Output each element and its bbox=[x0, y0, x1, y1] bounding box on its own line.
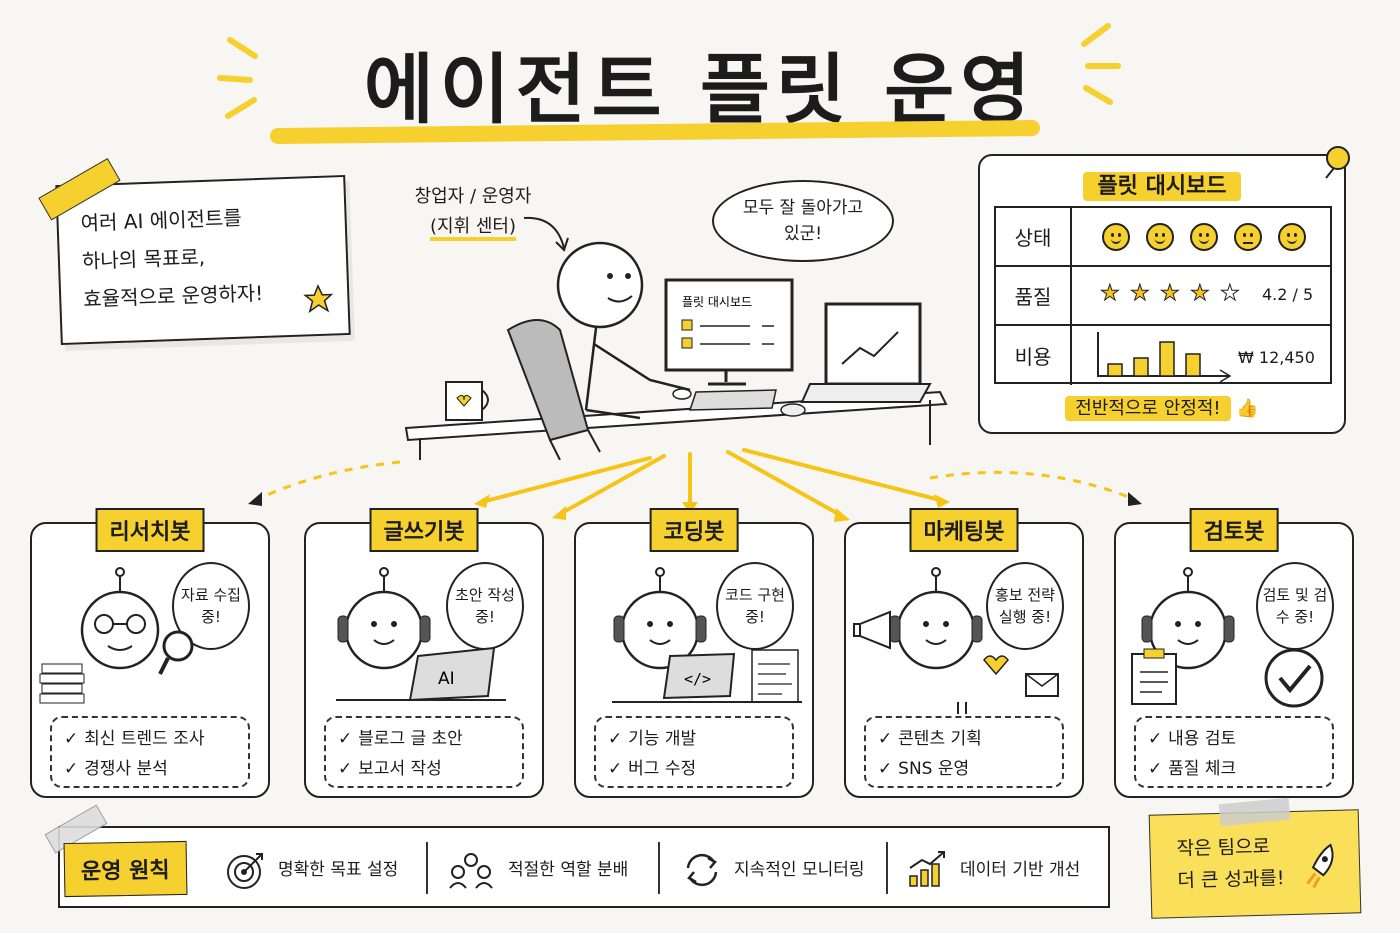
neutral-face-icon bbox=[1234, 223, 1262, 251]
agent-card-review: 검토봇 검토 및 검수 중! 내용 검토 품질 체크 bbox=[1114, 508, 1354, 798]
agent-task-list: 기능 개발 버그 수정 bbox=[594, 716, 794, 788]
operator-speech-bubble: 모두 잘 돌아가고 있군! bbox=[712, 180, 894, 262]
task-item: 블로그 글 초안 bbox=[338, 724, 510, 754]
refresh-icon bbox=[686, 853, 718, 887]
laptop-code-label: </> bbox=[684, 670, 711, 688]
agent-card-coding: 코딩봇 코드 구현 중! </> 기능 개발 버그 수정 bbox=[574, 508, 814, 798]
agent-name: 리서치봇 bbox=[95, 508, 205, 552]
principles-title: 운영 원칙 bbox=[63, 840, 188, 898]
growth-chart-icon bbox=[909, 851, 945, 887]
operator-role: 창업자 / 운영자 bbox=[414, 186, 532, 207]
closing-note: 작은 팀으로 더 큰 성과를! bbox=[1148, 797, 1362, 919]
task-item: 보고서 작성 bbox=[338, 754, 510, 784]
agent-task-list: 블로그 글 초안 보고서 작성 bbox=[324, 716, 524, 788]
cost-bar bbox=[1185, 353, 1201, 377]
star-filled-icon: ★ bbox=[1130, 281, 1151, 306]
agent-speech-bubble: 홍보 전략 실행 중! bbox=[986, 562, 1064, 650]
cost-bar bbox=[1133, 357, 1149, 377]
principle-label: 지속적인 모니터링 bbox=[734, 860, 865, 880]
happy-face-icon bbox=[1102, 223, 1130, 251]
laptop-ai-label: AI bbox=[438, 669, 455, 689]
research-bot-illustration bbox=[39, 567, 194, 704]
quality-label: 품질 bbox=[996, 267, 1072, 324]
arrow-to-operator-icon bbox=[523, 216, 569, 252]
principle-label: 데이터 기반 개선 bbox=[960, 860, 1081, 880]
intro-note: 여러 AI 에이전트를 하나의 목표로, 효율적으로 운영하자! bbox=[38, 158, 351, 346]
agent-speech: 홍보 전략 실행 중! bbox=[995, 586, 1055, 626]
agent-name: 코딩봇 bbox=[649, 508, 739, 552]
agent-task-list: 내용 검토 품질 체크 bbox=[1134, 716, 1334, 788]
dashboard-table: 상태 품질 ★ ★ ★ ★ ★ 4.2 / 5 비용 ₩ 12,450 bbox=[994, 206, 1332, 385]
agent-card-research: 리서치봇 자료 수집 중! 최신 트렌드 조사 경쟁사 분석 bbox=[30, 508, 270, 798]
agent-name: 마케팅봇 bbox=[909, 508, 1019, 552]
dashboard-summary: 전반적으로 안정적! bbox=[1065, 396, 1231, 421]
agent-task-list: 최신 트렌드 조사 경쟁사 분석 bbox=[50, 716, 250, 788]
cost-bar bbox=[1107, 363, 1123, 377]
sparkle-right-icon bbox=[1081, 23, 1121, 105]
cost-bar bbox=[1159, 341, 1175, 377]
quality-row: 품질 ★ ★ ★ ★ ★ 4.2 / 5 bbox=[996, 267, 1330, 326]
fleet-dashboard-card: 플릿 대시보드 상태 품질 ★ ★ ★ ★ ★ 4.2 / 5 비용 ₩ bbox=[978, 146, 1350, 434]
operator-label: 창업자 / 운영자 (지휘 센터) bbox=[398, 182, 548, 242]
status-label: 상태 bbox=[996, 208, 1072, 265]
dashboard-title: 플릿 대시보드 bbox=[1083, 172, 1241, 201]
task-item: 콘텐츠 기획 bbox=[878, 724, 1050, 754]
agent-speech: 검토 및 검수 중! bbox=[1262, 586, 1328, 626]
task-item: 최신 트렌드 조사 bbox=[64, 724, 236, 754]
cost-bar-chart bbox=[1097, 332, 1232, 382]
operator-desk-scene: 플릿 대시보드 bbox=[404, 241, 948, 460]
task-item: 품질 체크 bbox=[1148, 754, 1320, 784]
page-title: 에이전트 플릿 운영 bbox=[363, 45, 1037, 134]
task-item: 경쟁사 분석 bbox=[64, 754, 236, 784]
agent-name: 글쓰기봇 bbox=[369, 508, 479, 552]
task-item: SNS 운영 bbox=[878, 754, 1050, 784]
agent-name: 검토봇 bbox=[1189, 508, 1279, 552]
status-row: 상태 bbox=[996, 208, 1330, 267]
monitor-title: 플릿 대시보드 bbox=[682, 295, 752, 309]
agent-speech: 초안 작성 중! bbox=[455, 586, 515, 626]
task-item: 기능 개발 bbox=[608, 724, 780, 754]
thumbs-up-icon: 👍 bbox=[1236, 398, 1259, 419]
agent-card-writing: 글쓰기봇 초안 작성 중! AI 블로그 글 초안 보고서 작성 bbox=[304, 508, 544, 798]
cost-label: 비용 bbox=[996, 326, 1072, 385]
review-bot-illustration bbox=[1131, 567, 1324, 708]
rocket-icon bbox=[1306, 843, 1334, 889]
sparkle-left-icon bbox=[217, 37, 258, 119]
star-empty-icon: ★ bbox=[1220, 281, 1241, 306]
cost-row: 비용 ₩ 12,450 bbox=[996, 326, 1330, 385]
task-item: 버그 수정 bbox=[608, 754, 780, 784]
star-filled-icon: ★ bbox=[1190, 281, 1211, 306]
task-item: 내용 검토 bbox=[1148, 724, 1320, 754]
star-filled-icon: ★ bbox=[1160, 281, 1181, 306]
quality-rating: 4.2 / 5 bbox=[1262, 285, 1314, 304]
agent-speech: 코드 구현 중! bbox=[725, 586, 785, 626]
principle-label: 명확한 목표 설정 bbox=[278, 860, 399, 880]
happy-face-icon bbox=[1146, 223, 1174, 251]
marketing-bot-illustration bbox=[853, 567, 1059, 714]
coding-bot-illustration: </> bbox=[612, 567, 802, 703]
writing-bot-illustration: AI bbox=[336, 567, 506, 702]
star-icon bbox=[303, 284, 334, 314]
agent-speech: 자료 수집 중! bbox=[181, 586, 241, 626]
principle-label: 적절한 역할 분배 bbox=[508, 860, 629, 880]
happy-face-icon bbox=[1190, 223, 1218, 251]
agent-task-list: 콘텐츠 기획 SNS 운영 bbox=[864, 716, 1064, 788]
agent-card-marketing: 마케팅봇 홍보 전략 실행 중! 콘텐츠 기획 SNS 운영 bbox=[844, 508, 1084, 798]
operator-subtitle: (지휘 센터) bbox=[429, 216, 516, 241]
target-icon bbox=[227, 853, 263, 889]
happy-face-icon bbox=[1278, 223, 1306, 251]
pushpin-icon bbox=[1325, 146, 1350, 179]
cost-value: ₩ 12,450 bbox=[1238, 348, 1315, 367]
star-filled-icon: ★ bbox=[1100, 281, 1121, 306]
principles-bar: 운영 원칙 명확한 목표 설정 적절한 역할 분배 지속적인 모니터링 데이터 … bbox=[44, 804, 1110, 908]
operator-speech: 모두 잘 돌아가고 있군! bbox=[742, 198, 864, 244]
agent-speech-bubble: 코드 구현 중! bbox=[716, 562, 794, 650]
team-icon bbox=[449, 853, 493, 889]
